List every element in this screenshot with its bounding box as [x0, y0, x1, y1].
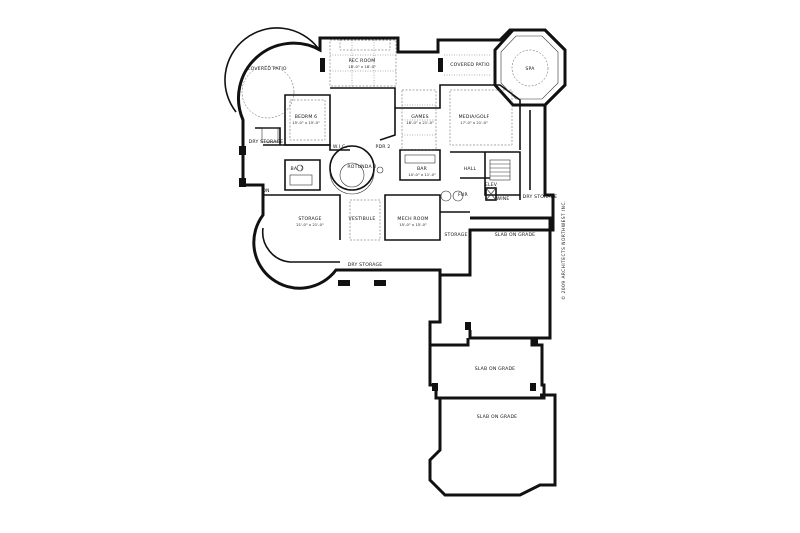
- label-dry-storage-left: DRY STORAGE: [249, 139, 284, 145]
- dims-mech-room: 15'-0" x 15'-0": [399, 222, 427, 227]
- label-pdr: PDR 2: [376, 144, 391, 150]
- stair: [489, 159, 511, 181]
- dims-storage-left: 21'-0" x 21'-0": [296, 222, 324, 227]
- copyright-text: © 2009 ARCHITECTS NORTHWEST INC.: [560, 200, 567, 300]
- label-rotunda: ROTUNDA 2: [347, 164, 376, 170]
- interior-walls: [255, 84, 531, 241]
- label-rec-room: REC ROOM: [349, 58, 376, 64]
- label-bedroom: BEDRM 6: [295, 114, 318, 120]
- label-vestibule: VESTIBULE: [349, 216, 376, 222]
- label-wine: WINE: [496, 196, 509, 202]
- label-fur: FUR: [458, 192, 468, 198]
- ceiling-patterns: [241, 39, 549, 241]
- label-bar: BAR: [417, 166, 428, 172]
- label-spa: SPA: [525, 66, 535, 72]
- dims-games: 18'-0" x 21'-0": [406, 120, 434, 125]
- label-slab-1: SLAB ON GRADE: [495, 232, 536, 238]
- label-covered-patio-left: COVERED PATIO: [247, 66, 287, 72]
- label-storage-right: STORAGE: [444, 232, 467, 238]
- label-dn: DN: [262, 188, 269, 194]
- label-covered-patio-right: COVERED PATIO: [450, 62, 490, 68]
- label-slab-2: SLAB ON GRADE: [475, 366, 516, 372]
- dims-media-golf: 17'-0" x 21'-0": [460, 120, 488, 125]
- label-dry-storage-right: DRY STORAGE: [523, 194, 558, 200]
- label-slab-3: SLAB ON GRADE: [477, 414, 518, 420]
- label-hall: HALL: [464, 166, 477, 172]
- label-mech-room: MECH ROOM: [397, 216, 428, 222]
- label-storage-left: STORAGE: [298, 216, 321, 222]
- fixtures: [261, 127, 464, 202]
- label-bath: BA. 7: [290, 166, 303, 172]
- label-wic: W.I.C.: [333, 144, 347, 150]
- label-media-golf: MEDIA/GOLF: [459, 114, 490, 120]
- dims-bar: 10'-0" x 11'-0": [408, 172, 436, 177]
- label-games: GAMES: [411, 114, 428, 120]
- dims-rec-room: 18'-0" x 18'-0": [348, 64, 376, 69]
- dims-bedroom: 15'-0" x 15'-0": [292, 120, 320, 125]
- wall-posts: [239, 58, 538, 391]
- label-elev: ELEV: [485, 182, 498, 188]
- label-dry-storage-bottom: DRY STORAGE: [348, 262, 383, 268]
